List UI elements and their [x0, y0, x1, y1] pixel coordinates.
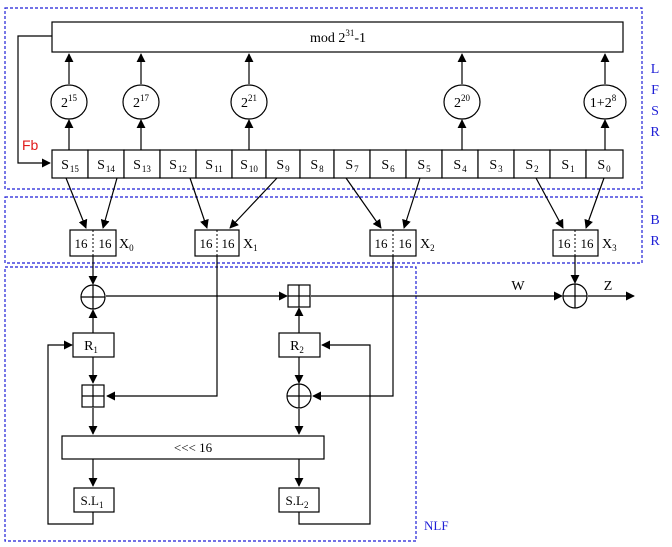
- multiplier-label: 217: [133, 93, 150, 111]
- svg-text:16: 16: [558, 236, 572, 251]
- lfsr-register: S15 S14 S13 S12 S11 S10 S9 S8 S7 S6 S5 S…: [51, 149, 624, 179]
- lfsr-section-border: [4, 7, 643, 190]
- br-word-label: X3: [602, 237, 617, 253]
- register-cell-label: S13: [133, 158, 151, 174]
- modular-add-operator: [81, 384, 105, 408]
- multiplier-circle: [122, 84, 160, 120]
- br-section-label: B R: [650, 213, 660, 249]
- nlf-wiring: [47, 256, 635, 525]
- mod-box: [51, 21, 624, 53]
- register-cell: [195, 149, 233, 179]
- w-label: W: [511, 279, 525, 294]
- br-word-x1: 16 16 X1: [194, 229, 258, 257]
- output-xor-operator: [562, 283, 588, 309]
- svg-text:16: 16: [375, 236, 389, 251]
- register-cell: [51, 149, 89, 179]
- svg-text:R: R: [650, 125, 660, 140]
- register-cell-label: S0: [597, 158, 611, 174]
- r2-label: R2: [290, 339, 304, 355]
- multiplier-label: 220: [454, 93, 471, 111]
- register-cell-label: S3: [489, 158, 503, 174]
- register-cell: [369, 149, 407, 179]
- register-cell: [265, 149, 301, 179]
- multiplier-circle: [443, 84, 481, 120]
- br-word-label: X2: [420, 237, 435, 253]
- mod-box-label: mod 231-1: [310, 28, 366, 46]
- xor-operator: [80, 284, 106, 310]
- register-cell: [159, 149, 197, 179]
- register-cell: [87, 149, 125, 179]
- multiplier-label: 1+28: [590, 93, 617, 111]
- register-cell-label: S8: [310, 158, 324, 174]
- svg-text:16: 16: [200, 236, 214, 251]
- nlf-section-border: [4, 266, 417, 542]
- sl2-label: S.L2: [286, 493, 309, 510]
- svg-text:16: 16: [99, 236, 113, 251]
- multiplier-circle: [50, 84, 88, 120]
- br-word-label: X1: [243, 237, 258, 253]
- sl2-box: [278, 487, 320, 513]
- br-section-border: [4, 196, 643, 264]
- sl1-box: [73, 487, 115, 513]
- register-cell-label: S5: [417, 158, 431, 174]
- rotate-box: [61, 435, 325, 460]
- register-cell: [585, 149, 624, 179]
- register-cell-label: S9: [276, 158, 290, 174]
- svg-text:B: B: [650, 213, 659, 228]
- multiplier-circle: [230, 84, 268, 120]
- register-cell-label: S12: [169, 158, 187, 174]
- multiplier-group: 215 217 221 220 1+28: [50, 53, 627, 150]
- svg-text:F: F: [651, 83, 659, 98]
- br-word-x3: 16 16 X3: [552, 229, 617, 257]
- bit-reorg-arrows: [65, 177, 605, 229]
- lfsr-section-label: L F S R: [650, 62, 660, 140]
- register-cell: [333, 149, 371, 179]
- svg-text:16: 16: [581, 236, 595, 251]
- feedback-label: Fb: [22, 137, 39, 153]
- register-cell-label: S6: [381, 158, 395, 174]
- register-cell-label: S15: [61, 158, 79, 174]
- r1-label: R1: [84, 339, 98, 355]
- register-cell-label: S14: [97, 158, 115, 174]
- register-cell-label: S7: [345, 158, 359, 174]
- register-cell-label: S11: [205, 158, 222, 174]
- register-cell: [299, 149, 335, 179]
- multiplier-circle: [583, 84, 627, 120]
- r1-register: [72, 332, 115, 358]
- register-cell-label: S4: [453, 158, 467, 174]
- br-word-x2: 16 16 X2: [369, 229, 435, 257]
- z-label: Z: [604, 279, 613, 294]
- svg-text:16: 16: [75, 236, 89, 251]
- xor-operator: [286, 383, 312, 409]
- sl1-label: S.L1: [81, 493, 104, 510]
- svg-text:16: 16: [222, 236, 236, 251]
- br-word-x0: 16 16 X0: [69, 229, 134, 257]
- r2-register: [278, 332, 321, 358]
- multiplier-label: 221: [241, 93, 257, 111]
- svg-text:16: 16: [399, 236, 413, 251]
- svg-text:L: L: [651, 62, 660, 77]
- feedback-path: [17, 35, 52, 168]
- nlf-section-label: NLF: [424, 518, 449, 533]
- svg-text:S: S: [651, 104, 659, 119]
- register-cell: [513, 149, 551, 179]
- register-cell: [549, 149, 587, 179]
- modular-add-operator: [287, 284, 311, 308]
- multiplier-label: 215: [61, 93, 78, 111]
- register-cell-label: S1: [561, 158, 574, 174]
- register-cell-label: S10: [240, 158, 258, 174]
- rotate-label: <<< 16: [174, 440, 213, 455]
- svg-text:R: R: [650, 234, 660, 249]
- br-word-label: X0: [119, 237, 134, 253]
- register-cell-label: S2: [525, 158, 538, 174]
